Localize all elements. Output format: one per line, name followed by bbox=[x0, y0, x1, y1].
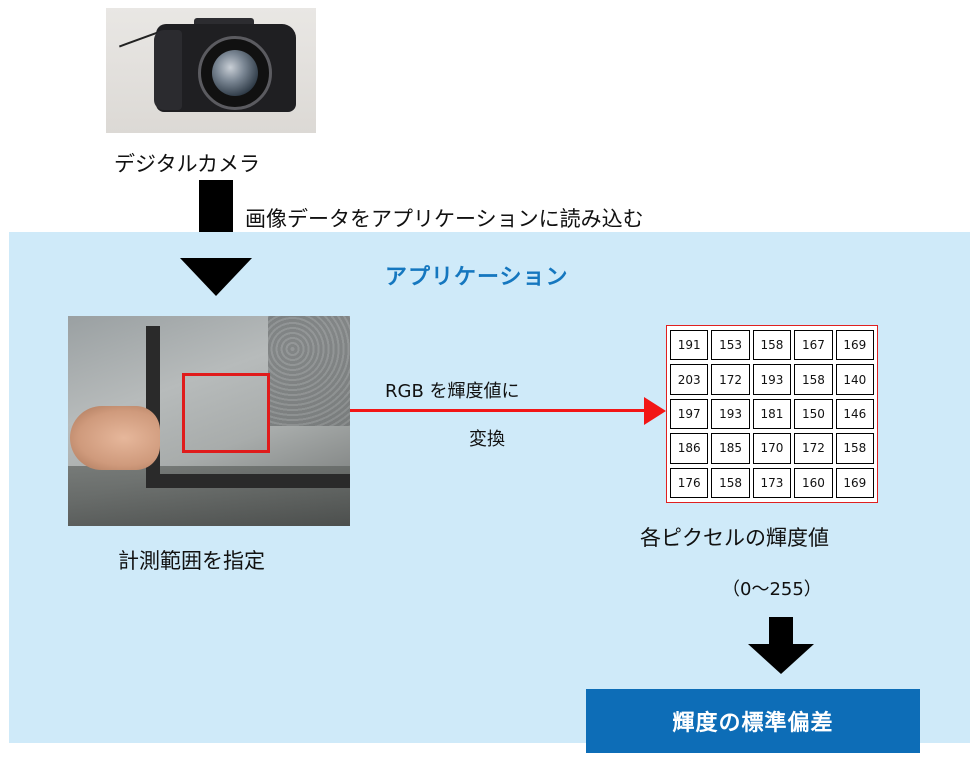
pixel-cell: 158 bbox=[835, 433, 874, 464]
ruler-horizontal bbox=[146, 474, 350, 488]
pixel-cell: 169 bbox=[835, 330, 874, 361]
conversion-caption-line2: 変換 bbox=[469, 429, 505, 450]
conversion-arrow-line bbox=[350, 409, 646, 412]
pixel-grid-caption: 各ピクセルの輝度値 bbox=[640, 526, 829, 550]
import-arrow-head-icon bbox=[180, 258, 252, 296]
pixel-cell: 173 bbox=[752, 467, 792, 498]
camera-lens-icon bbox=[212, 50, 258, 96]
pixel-cell: 169 bbox=[835, 467, 874, 498]
pixel-cell: 193 bbox=[711, 398, 750, 430]
pixel-cell: 140 bbox=[835, 364, 874, 395]
result-arrow-head-icon bbox=[748, 644, 814, 674]
camera-top-plate bbox=[194, 18, 254, 28]
result-label: 輝度の標準偏差 bbox=[672, 711, 834, 736]
pixel-cell: 191 bbox=[670, 330, 709, 361]
pixel-cell: 172 bbox=[711, 364, 750, 395]
pixel-cell: 167 bbox=[794, 330, 833, 361]
camera-grip bbox=[154, 30, 182, 110]
pixel-cell: 172 bbox=[794, 433, 833, 464]
pixel-cell: 158 bbox=[794, 364, 833, 395]
pixel-cell: 185 bbox=[711, 433, 750, 464]
measurement-photo bbox=[68, 316, 350, 526]
measurement-caption: 計測範囲を指定 bbox=[118, 549, 265, 573]
pixel-cell: 181 bbox=[752, 398, 792, 430]
import-caption: 画像データをアプリケーションに読み込む bbox=[245, 207, 644, 231]
pixel-cell: 158 bbox=[752, 330, 792, 361]
conversion-caption-line1: RGB を輝度値に bbox=[385, 381, 520, 402]
pixel-cell: 160 bbox=[794, 467, 833, 498]
pixel-cell: 193 bbox=[752, 364, 792, 395]
result-arrow-shaft bbox=[769, 617, 793, 647]
application-title: アプリケーション bbox=[385, 265, 569, 290]
pixel-cell: 153 bbox=[711, 330, 750, 361]
pixel-cell: 158 bbox=[711, 467, 750, 498]
pixel-cell: 203 bbox=[670, 364, 709, 395]
result-box: 輝度の標準偏差 bbox=[586, 689, 920, 753]
pixel-cell: 197 bbox=[670, 398, 709, 430]
pixel-cell: 170 bbox=[752, 433, 792, 464]
pixel-cell: 186 bbox=[670, 433, 709, 464]
measurement-selection-box[interactable] bbox=[182, 373, 270, 453]
pixel-cell: 150 bbox=[794, 398, 833, 430]
camera-photo bbox=[106, 8, 316, 133]
brightness-range: （0～255） bbox=[722, 579, 822, 600]
camera-caption: デジタルカメラ bbox=[114, 152, 260, 176]
gravel-background bbox=[268, 316, 350, 426]
conversion-arrow-head-icon bbox=[644, 397, 666, 425]
pixel-cell: 146 bbox=[835, 398, 874, 430]
pixel-cell: 176 bbox=[670, 467, 709, 498]
hand bbox=[70, 406, 160, 470]
